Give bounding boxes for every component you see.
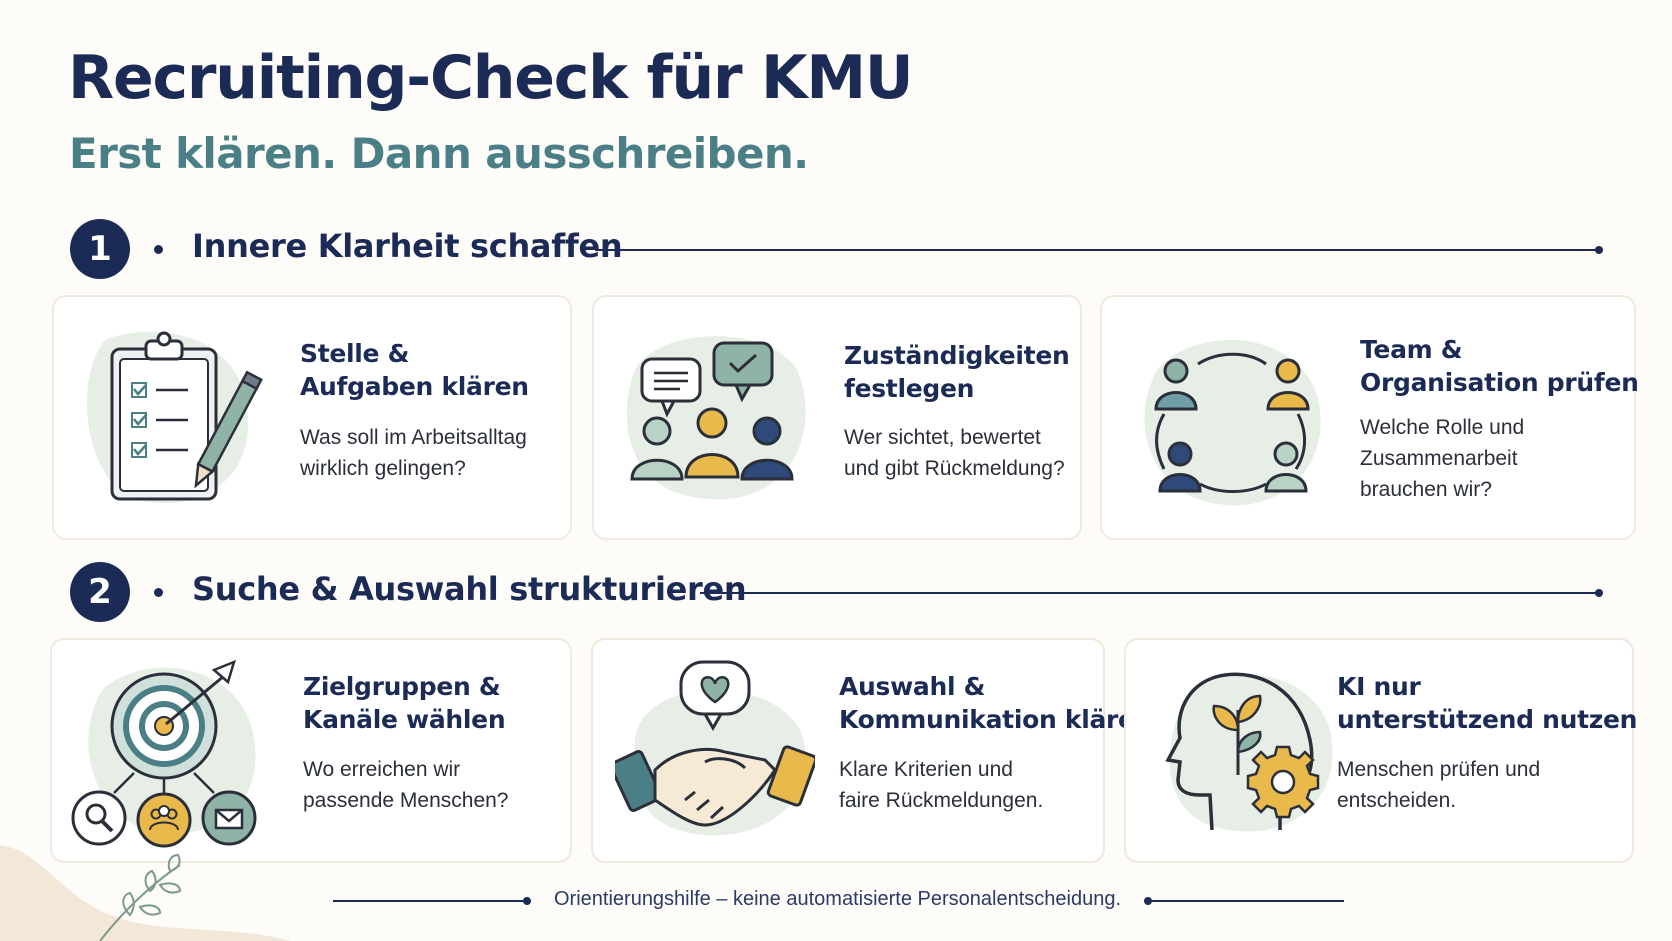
- footer-dot: [1144, 897, 1152, 905]
- card-title: Auswahl & Kommunikation klären: [839, 672, 1153, 734]
- bullet-dot: [154, 588, 163, 597]
- card-title: Zielgruppen & Kanäle wählen: [303, 672, 506, 734]
- footer-disclaimer: Orientierungshilfe – keine automatisiert…: [554, 888, 1122, 910]
- section-number-badge: 1: [70, 219, 130, 279]
- footer-line: [1150, 900, 1344, 902]
- team-circle-icon: [1128, 319, 1328, 519]
- card-zustaendigkeiten: Zuständigkeiten festlegen Wer sichtet, b…: [592, 295, 1082, 540]
- footer-line: [333, 900, 527, 902]
- people-chat-icon: [612, 319, 812, 519]
- clipboard-checklist-icon: [76, 319, 266, 519]
- card-team-organisation: Team & Organisation prüfen Welche Rolle …: [1100, 295, 1639, 540]
- section-title: Innere Klarheit schaffen: [192, 227, 623, 265]
- card-title: Team & Organisation prüfen: [1360, 335, 1639, 397]
- card-description: Klare Kriterien und faire Rückmeldungen.: [839, 758, 1044, 812]
- page-title: Recruiting-Check für KMU: [68, 43, 914, 113]
- leaf-branch-icon: [0, 845, 290, 941]
- handshake-heart-icon: [615, 650, 815, 850]
- card-description: Wer sichtet, bewertet und gibt Rückmeldu…: [844, 426, 1065, 480]
- card-description: Welche Rolle und Zusammenarbeit brauchen…: [1360, 416, 1525, 501]
- card-title: Zuständigkeiten festlegen: [844, 341, 1070, 403]
- card-description: Menschen prüfen und entscheiden.: [1337, 758, 1541, 812]
- card-description: Was soll im Arbeitsalltag wirklich gelin…: [300, 426, 527, 480]
- card-description: Wo erreichen wir passende Menschen?: [303, 758, 509, 812]
- page-subtitle: Erst klären. Dann ausschreiben.: [69, 129, 809, 178]
- section-title: Suche & Auswahl strukturieren: [192, 570, 747, 608]
- section-divider-line: [700, 589, 1603, 597]
- card-title: Stelle & Aufgaben klären: [300, 339, 529, 401]
- section-divider-line: [595, 246, 1603, 254]
- footer: Orientierungshilfe – keine automatisiert…: [0, 886, 1672, 916]
- card-title: KI nur unterstützend nutzen: [1337, 672, 1638, 734]
- section-number-badge: 2: [70, 562, 130, 622]
- footer-dot: [523, 897, 531, 905]
- card-zielgruppen-kanaele: Zielgruppen & Kanäle wählen Wo erreichen…: [50, 638, 572, 863]
- card-stelle-aufgaben: Stelle & Aufgaben klären Was soll im Arb…: [52, 295, 572, 540]
- card-auswahl-kommunikation: Auswahl & Kommunikation klären Klare Kri…: [591, 638, 1153, 863]
- target-channels-icon: [64, 648, 264, 853]
- head-gear-plant-icon: [1150, 650, 1340, 850]
- card-ki-unterstuetzend: KI nur unterstützend nutzen Menschen prü…: [1124, 638, 1638, 863]
- section-1-header: 1 Innere Klarheit schaffen: [70, 219, 1610, 281]
- bullet-dot: [154, 245, 163, 254]
- section-2-header: 2 Suche & Auswahl strukturieren: [70, 562, 1610, 624]
